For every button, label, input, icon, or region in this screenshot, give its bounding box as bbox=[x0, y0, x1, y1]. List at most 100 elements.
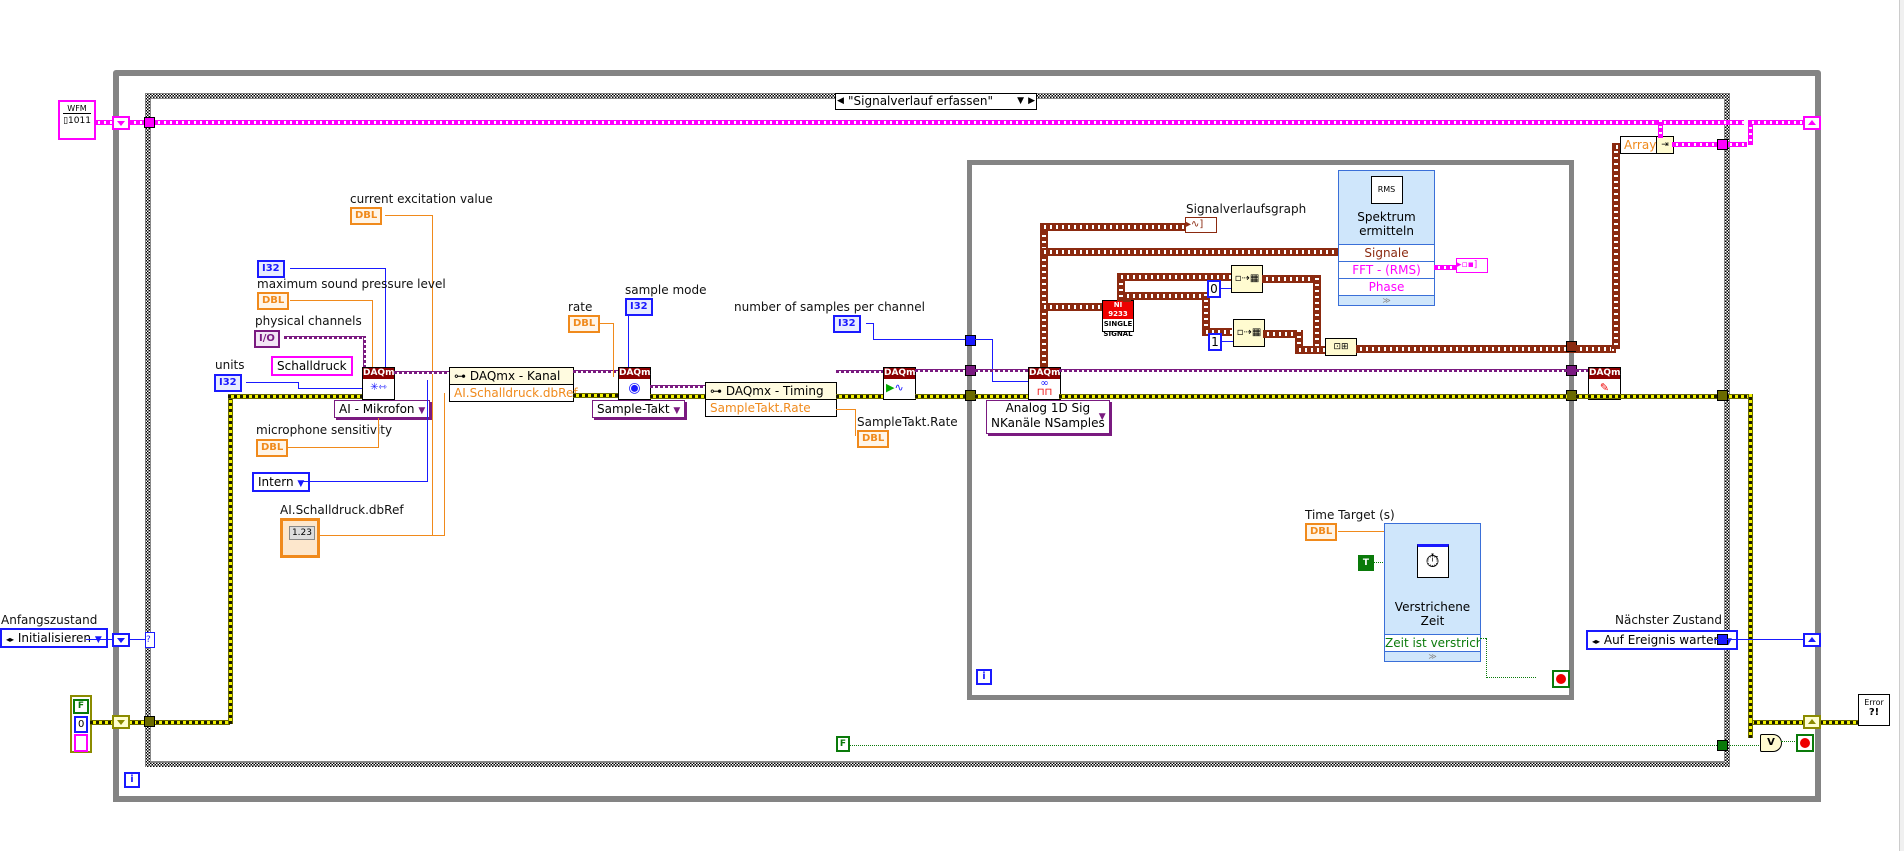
vertical-scrollbar[interactable] bbox=[1899, 0, 1904, 851]
clock-icon: ◉ bbox=[628, 380, 641, 396]
index-const-0[interactable]: 0 bbox=[1207, 280, 1221, 298]
samples-wire-inner-2 bbox=[992, 381, 1029, 382]
task-wire-4 bbox=[836, 370, 883, 373]
array-out-wire bbox=[1672, 142, 1747, 147]
physical-channels-const[interactable]: I/O bbox=[254, 330, 280, 348]
mic-sensitivity-wire-v bbox=[378, 418, 379, 448]
shift-register-left-wfm bbox=[112, 116, 130, 130]
current-excitation-const[interactable]: DBL bbox=[350, 207, 383, 225]
rate-const[interactable]: DBL bbox=[568, 315, 601, 333]
wfm-wire-in bbox=[94, 120, 1744, 125]
initial-state-enum[interactable]: ◂▸ Initialisieren ▼ bbox=[0, 628, 108, 648]
samplerate-out-wire-v bbox=[855, 409, 856, 436]
build-out-2 bbox=[1576, 345, 1611, 353]
single-signal-line1: SINGLE bbox=[1103, 320, 1133, 328]
elapsed-time-express-vi[interactable]: ⏱ Verstrichene Zeit Zeit ist verstrichen… bbox=[1384, 523, 1481, 662]
timing-property-item[interactable]: SampleTakt.Rate bbox=[710, 401, 811, 415]
samplerate-indicator[interactable]: DBL bbox=[857, 430, 890, 448]
next-state-label: Nächster Zustand bbox=[1615, 613, 1722, 627]
inner-while-loop[interactable] bbox=[967, 160, 1574, 700]
spectrum-term-fft[interactable]: FFT - (RMS) bbox=[1339, 261, 1434, 278]
case-selector[interactable]: ◀ "Signalverlauf erfassen" ▼ ▶ bbox=[835, 93, 1037, 110]
waveform-graph-terminal[interactable]: ▸∿] bbox=[1185, 217, 1217, 233]
daqmx-start-task-node[interactable]: DAQmx ▶∿ bbox=[883, 367, 921, 400]
daqmx-header: DAQmx bbox=[619, 368, 657, 379]
true-const[interactable]: T bbox=[1358, 555, 1374, 571]
i32-wire-top bbox=[290, 268, 385, 269]
timing-type-selector[interactable]: Sample-Takt ▼ bbox=[592, 400, 686, 418]
single-out-1 bbox=[1117, 273, 1125, 301]
excitation-source-enum[interactable]: Intern ▼ bbox=[252, 472, 311, 492]
case-tunnel-error-out bbox=[1717, 390, 1728, 401]
outer-while-loop[interactable] bbox=[113, 70, 1821, 802]
waveform-input-label: WFM bbox=[63, 104, 91, 114]
waveform-input-terminal[interactable]: WFM ▯1011 bbox=[58, 100, 96, 140]
time-target-const[interactable]: DBL bbox=[1305, 523, 1338, 541]
daqmx-timing-property-node[interactable]: ⊶ DAQmx - Timing SampleTakt.Rate bbox=[705, 382, 837, 417]
simple-error-handler[interactable]: Error ?! bbox=[1858, 694, 1890, 726]
spectrum-term-signale[interactable]: Signale bbox=[1339, 244, 1434, 261]
error-cluster-constant[interactable]: F 0 bbox=[70, 695, 92, 753]
outer-stop-terminal[interactable] bbox=[1796, 734, 1814, 752]
create-channel-icon: ✳⇿ bbox=[370, 382, 387, 393]
daqmx-read-node[interactable]: DAQmx ∞⊓⊓ bbox=[1028, 367, 1066, 400]
inner-tunnel-samples bbox=[965, 335, 976, 346]
index-array-node-2[interactable]: ▫⇢▦ bbox=[1233, 319, 1265, 347]
channel-name-const[interactable]: Schalldruck bbox=[271, 356, 353, 376]
task-wire-inner-through bbox=[1059, 369, 1567, 372]
idx2-out-v bbox=[1295, 330, 1303, 348]
case-prev-arrow-icon[interactable]: ◀ bbox=[837, 96, 844, 106]
rate-wire bbox=[598, 323, 614, 324]
samplerate-out-wire bbox=[836, 409, 856, 410]
case-selector-terminal: ? bbox=[145, 632, 155, 648]
fft-indicator[interactable]: ▸▫▪] bbox=[1456, 258, 1488, 273]
shift-register-left-error bbox=[112, 715, 130, 729]
or-gate[interactable]: V bbox=[1760, 734, 1782, 752]
i32-const-top[interactable]: I32 bbox=[257, 260, 285, 278]
dbref-numeric-control[interactable]: 1.23 bbox=[280, 518, 320, 558]
next-state-enum[interactable]: ◂▸ Auf Ereignis warten ▼ bbox=[1586, 630, 1738, 650]
units-label: units bbox=[215, 358, 245, 372]
max-spl-const[interactable]: DBL bbox=[257, 292, 290, 310]
channel-type-selector[interactable]: AI - Mikrofon ▼ bbox=[334, 400, 431, 418]
samples-per-channel-const[interactable]: I32 bbox=[833, 315, 861, 333]
index-const-1[interactable]: 1 bbox=[1208, 333, 1222, 351]
build-array-node[interactable]: ⊡⊞ bbox=[1325, 338, 1357, 356]
outer-iteration-terminal: i bbox=[124, 772, 140, 788]
single-signal-node[interactable]: NI 9233 SINGLE SIGNAL bbox=[1102, 300, 1134, 338]
expand-chevron-icon[interactable]: ≫ bbox=[1385, 651, 1480, 661]
enum-increment-icon: ◂▸ bbox=[6, 635, 15, 644]
elapsed-term[interactable]: Zeit ist verstrichen bbox=[1385, 634, 1480, 651]
case-next-arrow-icon[interactable]: ▶ bbox=[1028, 96, 1035, 106]
samples-wire-2 bbox=[873, 339, 993, 340]
daqmx-create-channel-node[interactable]: DAQmx ✳⇿ bbox=[362, 367, 401, 400]
case-dropdown-icon[interactable]: ▼ bbox=[1017, 96, 1024, 106]
units-wire-2 bbox=[298, 388, 363, 389]
max-spl-wire-v bbox=[372, 300, 373, 368]
index-array-node-1[interactable]: ▫⇢▦ bbox=[1231, 265, 1263, 293]
enum-increment-icon: ◂▸ bbox=[1592, 637, 1601, 646]
daqmx-timing-node[interactable]: DAQmx ◉ bbox=[618, 367, 657, 400]
time-target-label: Time Target (s) bbox=[1305, 508, 1395, 522]
expand-chevron-icon[interactable]: ≫ bbox=[1339, 295, 1434, 305]
read-type-selector[interactable]: Analog 1D Sig NKanäle NSamples ▼ bbox=[986, 400, 1110, 434]
error-wire-inner-through bbox=[1059, 394, 1567, 399]
sample-mode-const[interactable]: I32 bbox=[625, 298, 653, 316]
spectrum-express-vi[interactable]: RMS Spektrum ermitteln Signale FFT - (RM… bbox=[1338, 170, 1435, 306]
units-const[interactable]: I32 bbox=[214, 374, 242, 392]
shift-register-left-state bbox=[112, 633, 130, 647]
mic-sensitivity-const[interactable]: DBL bbox=[256, 439, 289, 457]
inner-stop-terminal[interactable] bbox=[1552, 670, 1570, 688]
daqmx-header: DAQmx bbox=[363, 368, 401, 379]
excitation-wire-v bbox=[432, 215, 433, 535]
spectrum-term-phase[interactable]: Phase bbox=[1339, 278, 1434, 295]
shift-register-right-error bbox=[1803, 715, 1821, 729]
build-out-top bbox=[1612, 143, 1624, 151]
fft-out-wire bbox=[1434, 265, 1456, 270]
stopwatch-icon: ⏱ bbox=[1416, 544, 1449, 578]
array-node[interactable]: Array ⇥ bbox=[1620, 136, 1674, 154]
channel-property-item[interactable]: AI.Schalldruck.dbRef bbox=[454, 386, 578, 400]
daqmx-channel-property-node[interactable]: ⊶ DAQmx - Kanal AI.Schalldruck.dbRef bbox=[449, 367, 578, 402]
max-spl-label: maximum sound pressure level bbox=[257, 277, 446, 291]
false-const[interactable]: F bbox=[836, 736, 850, 752]
